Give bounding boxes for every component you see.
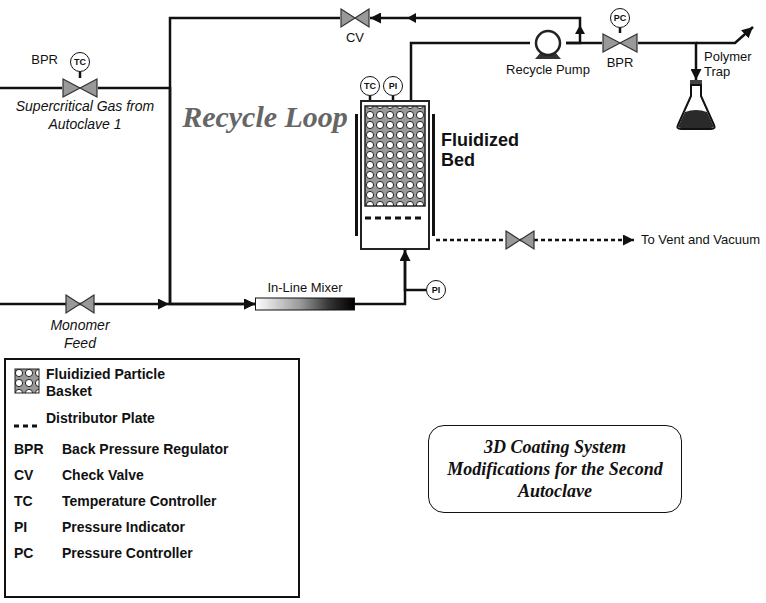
- recycle-pump: Recycle Pump: [530, 30, 566, 60]
- check-valve: CV: [340, 8, 370, 28]
- fluidized-bed: Fluidized Bed: [355, 100, 435, 250]
- abbreviation-meaning: Pressure Controller: [62, 544, 193, 562]
- node-text: TC: [74, 58, 86, 67]
- legend-text: Distributor Plate: [46, 410, 246, 427]
- abbreviation-meaning: Back Pressure Regulator: [62, 440, 229, 458]
- gas-inlet-line: [0, 87, 62, 90]
- equipment-label: In-Line Mixer: [250, 280, 360, 295]
- temperature-controller: TC: [70, 52, 90, 72]
- node-text: PI: [389, 82, 398, 91]
- outlet-label: To Vent and Vacuum: [641, 232, 760, 248]
- abbreviation: PC: [14, 544, 33, 562]
- node-text: PI: [432, 286, 441, 295]
- abbreviation: PI: [14, 518, 27, 536]
- outlet-line: [696, 27, 753, 43]
- legend-swatch: [14, 368, 40, 394]
- pipe-connector: [79, 72, 82, 78]
- equipment-label: BPR: [595, 55, 645, 70]
- vent-valve: [506, 231, 534, 249]
- pipe-connector: [638, 43, 696, 80]
- abbreviation-meaning: Pressure Indicator: [62, 518, 185, 536]
- valve-symbol: [62, 78, 98, 98]
- node-text: TC: [364, 82, 376, 91]
- equipment-label: Polymer Trap: [704, 49, 764, 79]
- back-pressure-regulator: BPR: [62, 78, 98, 98]
- bed-symbol: [355, 100, 435, 250]
- flask-symbol: [676, 80, 716, 130]
- inlet-label: Monomer Feed: [40, 316, 120, 352]
- pipe-connector: [566, 42, 602, 45]
- pipe-connector: [369, 96, 372, 100]
- pressure-indicator: PI: [426, 280, 446, 300]
- pump-symbol: [530, 30, 566, 60]
- node-text: 3D Coating System Modifications for the …: [443, 436, 667, 502]
- note-box: 3D Coating System Modifications for the …: [428, 425, 682, 513]
- pressure-indicator: PI: [383, 76, 403, 96]
- valve-symbol: [602, 33, 638, 53]
- abbreviation: CV: [14, 466, 33, 484]
- vent-line: [436, 239, 634, 242]
- equipment-label: Fluidized Bed: [441, 130, 541, 170]
- equipment-label: Recycle Pump: [498, 62, 598, 77]
- back-pressure-regulator: BPR: [602, 33, 638, 53]
- inlet-label: Supercritical Gas from Autoclave 1: [5, 97, 165, 133]
- pipe-connector: [170, 18, 340, 304]
- equipment-label: CV: [330, 30, 380, 45]
- loop-label: Recycle Loop: [180, 100, 350, 134]
- in-line-mixer: In-Line Mixer: [255, 280, 355, 310]
- abbreviation: BPR: [14, 440, 44, 458]
- monomer-valve: [66, 295, 94, 313]
- temperature-controller: TC: [360, 76, 380, 96]
- pipe-connector: [619, 28, 622, 33]
- abbreviation-meaning: Temperature Controller: [62, 492, 217, 510]
- abbreviation-meaning: Check Valve: [62, 466, 144, 484]
- legend-swatch: [14, 416, 40, 442]
- pipe-connector: [392, 96, 395, 100]
- valve-symbol: [340, 8, 370, 28]
- abbreviation: TC: [14, 492, 33, 510]
- node-text: PC: [614, 14, 627, 23]
- equipment-label: BPR: [26, 52, 58, 67]
- pipe-connector: [355, 250, 405, 304]
- polymer-trap: Polymer Trap: [676, 80, 716, 130]
- legend-text: Fluidizied Particle Basket: [46, 366, 196, 400]
- pressure-controller: PC: [610, 8, 630, 28]
- pipe-connector: [405, 250, 426, 290]
